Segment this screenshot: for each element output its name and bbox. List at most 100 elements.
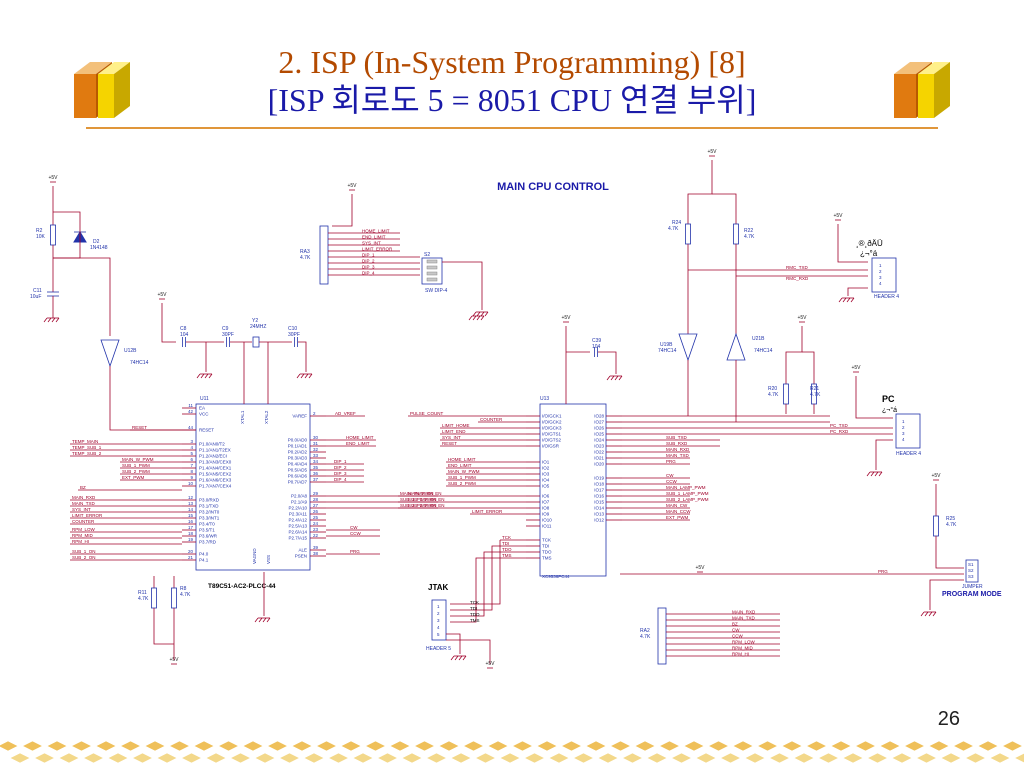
ground-symbol [866,471,883,477]
r11-value: 4.7K [138,596,149,602]
diamond-border-tile [450,752,472,764]
title-divider [86,127,938,129]
u11-pin-name: P0.4/AD4 [288,462,308,467]
u11-pin-name: P0.1/AD1 [288,444,308,449]
reset-wire [53,257,111,336]
jumper-gnd-wire [929,579,964,610]
u13-pin-name: IO10 [542,518,552,523]
crystal-vcc-wire [161,303,176,343]
power-label: +5V [851,365,861,371]
u19b-value: 74HC14 [658,348,677,354]
ground-stroke [480,315,485,321]
header-top-vcc-wire [837,224,868,263]
header-pc-gnd-wire [875,439,893,470]
diamond-border-tile [242,740,264,752]
u13-right-net-label: CCW [666,479,677,484]
ground-stroke [472,311,477,317]
ground-stroke [200,373,205,379]
diamond-border-tile [903,740,926,752]
header-top-connector [871,257,897,293]
r24-ref: R24 [672,220,681,226]
page-number: 26 [937,708,960,730]
u13-left-net-label: SUB_1_PWM_EN [400,497,437,502]
u13-pin-name: IO18 [594,482,604,487]
header-pc-pin-number: 3 [902,431,905,436]
diamond-border-tile [376,752,399,764]
ground-stroke [458,655,463,661]
u13-pin-name: I/O/GCK1 [542,414,562,419]
u13-pin-name: TCK [542,538,551,543]
header-pc-pin-number: 2 [902,425,905,430]
u13-left-net-label: TMS [502,553,512,558]
u11-pin-name: P0.5/AD5 [288,468,308,473]
rs232-label-garbled-2: ¿¬°á [860,249,878,258]
u11-right-net-label: SUB_2_PWM_EN [408,503,445,508]
u11-body [195,403,311,571]
u11-pin-name: VCC [199,412,209,417]
diamond-border-tile [523,752,546,764]
u12b-inverter [100,339,120,368]
diamond-border-tile [487,740,509,752]
power-label: +5V [157,292,167,298]
diamond-border-tile [327,752,350,764]
c11-ref: C11 [33,288,42,294]
u13-pin-name: IO23 [594,444,604,449]
u13-pin-name: IO25 [594,432,604,437]
u11-pin-number: 19 [188,537,194,542]
diamond-border-tile [462,740,485,752]
jumper-wire [935,546,964,569]
u11-pin-number: 3 [190,439,193,444]
u11-pin-number: 16 [188,519,194,524]
u13-right-net-label: SUB_2_LAMP_PWM [666,497,709,502]
u13-left-net-label: TDI [502,541,509,546]
ground-stroke [462,655,467,661]
u13-left-net-label: RESET [442,441,457,446]
ground-symbol [43,317,60,323]
rmc-txd-label: RMC_TXD [786,265,809,270]
r24-value: 4.7K [668,226,679,232]
ground-symbol [606,375,623,381]
ground-stroke [300,373,305,379]
u11-part-number: T89C51-AC2-PLCC-44 [208,583,276,590]
u11-left-net-label: TEMP_MAIN [72,439,98,444]
ground-stroke [614,375,619,381]
ground-stroke [266,617,271,623]
diamond-border-tile [658,740,681,752]
u13-pin-name: IO20 [594,462,604,467]
ground-stroke [932,611,937,617]
s2-switch-slot [426,265,438,270]
ground-stroke [296,373,301,379]
u11-left-net-label: SUB_1_PWM [122,463,150,468]
ra3-net-label: LIMIT_ERROR [362,247,393,252]
u11-pin-name: P2.2/A10 [288,506,307,511]
diamond-border-tile [499,752,521,764]
ground-stroke [51,317,56,323]
diamond-border-tile [719,752,742,764]
jtag-wire [450,551,500,617]
u11-pin-number: 36 [313,471,319,476]
power-label: +5V [707,149,717,155]
u13-pin-name: IO4 [542,478,550,483]
header-pc-vcc-wire [855,376,893,419]
diamond-border-tile [891,752,913,764]
diamond-border-tile [609,740,632,752]
header-jtag-net-label: TDO [470,612,480,617]
u11-vss-label: VSS [266,555,271,564]
u11-right-net-label: DIP_4 [334,477,347,482]
u13-left-net-label: LIMIT_HOME [442,423,470,428]
header-jtag-pin-number: 2 [437,611,440,616]
program-mode-label: PROGRAM MODE [942,591,1002,598]
diamond-border-tile [95,740,117,752]
u11-pin-number: 21 [188,555,194,560]
ground-stroke [924,611,929,617]
header-top-pin-number: 3 [879,275,882,280]
diamond-border-tile [915,752,938,764]
ground-stroke [610,375,615,381]
u11-pin-name: P1.3/AN3/CEX0 [199,460,232,465]
ground-stroke [476,315,481,321]
u13-ref: U13 [540,396,549,402]
ground-stroke [476,311,481,317]
s2-part: SW DIP-4 [425,288,447,294]
header-top-pin-number: 1 [879,263,882,268]
ra2-net-label: MAIN_RXD [732,610,756,615]
